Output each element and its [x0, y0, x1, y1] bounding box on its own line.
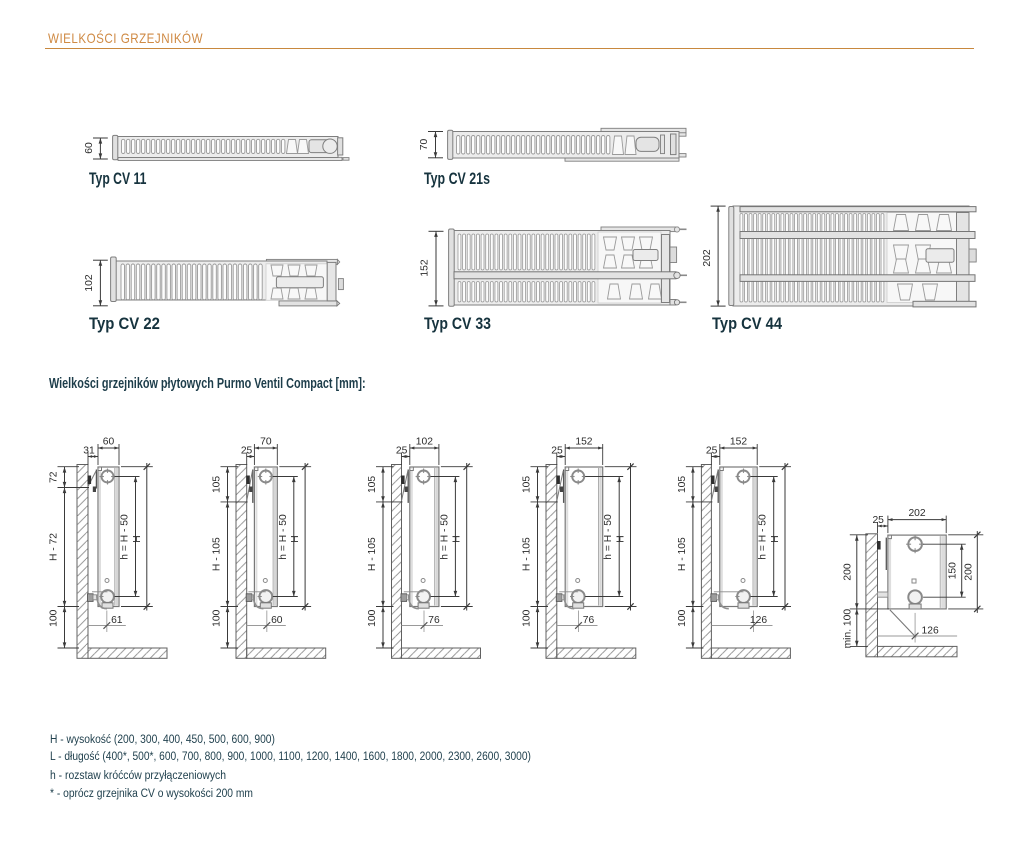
svg-text:60: 60	[84, 142, 95, 154]
svg-text:126: 126	[922, 626, 939, 637]
svg-text:126: 126	[750, 615, 767, 626]
svg-text:150: 150	[948, 562, 959, 579]
svg-text:H: H	[132, 535, 143, 542]
svg-text:105: 105	[677, 476, 688, 493]
svg-text:76: 76	[583, 615, 595, 626]
svg-text:min. 100: min. 100	[842, 609, 853, 649]
svg-text:H: H	[770, 535, 781, 542]
svg-text:72: 72	[49, 471, 60, 483]
svg-text:70: 70	[419, 139, 430, 151]
svg-text:60: 60	[271, 615, 283, 626]
svg-text:70: 70	[260, 437, 272, 448]
svg-text:H: H	[452, 535, 463, 542]
svg-text:60: 60	[103, 437, 115, 448]
svg-text:H - 105: H - 105	[677, 537, 688, 571]
svg-text:h = H - 50: h = H - 50	[758, 514, 769, 560]
svg-text:152: 152	[730, 437, 747, 448]
svg-text:100: 100	[677, 609, 688, 626]
svg-text:105: 105	[367, 476, 378, 493]
svg-text:200: 200	[842, 563, 853, 580]
svg-text:25: 25	[241, 445, 253, 456]
svg-text:25: 25	[551, 445, 563, 456]
svg-text:105: 105	[212, 476, 223, 493]
svg-text:H - 72: H - 72	[49, 533, 60, 561]
svg-text:202: 202	[908, 508, 925, 519]
svg-text:31: 31	[83, 445, 95, 456]
svg-text:102: 102	[84, 274, 95, 291]
svg-text:200: 200	[963, 563, 974, 580]
svg-text:H: H	[616, 535, 627, 542]
svg-text:100: 100	[522, 609, 533, 626]
svg-text:25: 25	[872, 515, 884, 526]
svg-text:h = H - 50: h = H - 50	[278, 514, 289, 560]
svg-text:H - 105: H - 105	[212, 537, 223, 571]
svg-text:H - 105: H - 105	[522, 537, 533, 571]
svg-text:152: 152	[575, 437, 592, 448]
svg-text:152: 152	[419, 259, 430, 276]
svg-text:25: 25	[706, 445, 718, 456]
svg-text:h = H - 50: h = H - 50	[603, 514, 614, 560]
svg-text:102: 102	[416, 437, 433, 448]
svg-text:100: 100	[212, 609, 223, 626]
svg-text:100: 100	[49, 609, 60, 626]
svg-text:H - 105: H - 105	[367, 537, 378, 571]
svg-text:105: 105	[522, 476, 533, 493]
svg-text:h = H - 50: h = H - 50	[120, 514, 131, 560]
svg-text:100: 100	[367, 609, 378, 626]
svg-text:25: 25	[396, 445, 408, 456]
svg-text:61: 61	[111, 615, 123, 626]
svg-text:76: 76	[428, 615, 440, 626]
svg-text:h = H - 50: h = H - 50	[439, 514, 450, 560]
svg-text:202: 202	[702, 249, 713, 266]
svg-text:H: H	[290, 535, 301, 542]
